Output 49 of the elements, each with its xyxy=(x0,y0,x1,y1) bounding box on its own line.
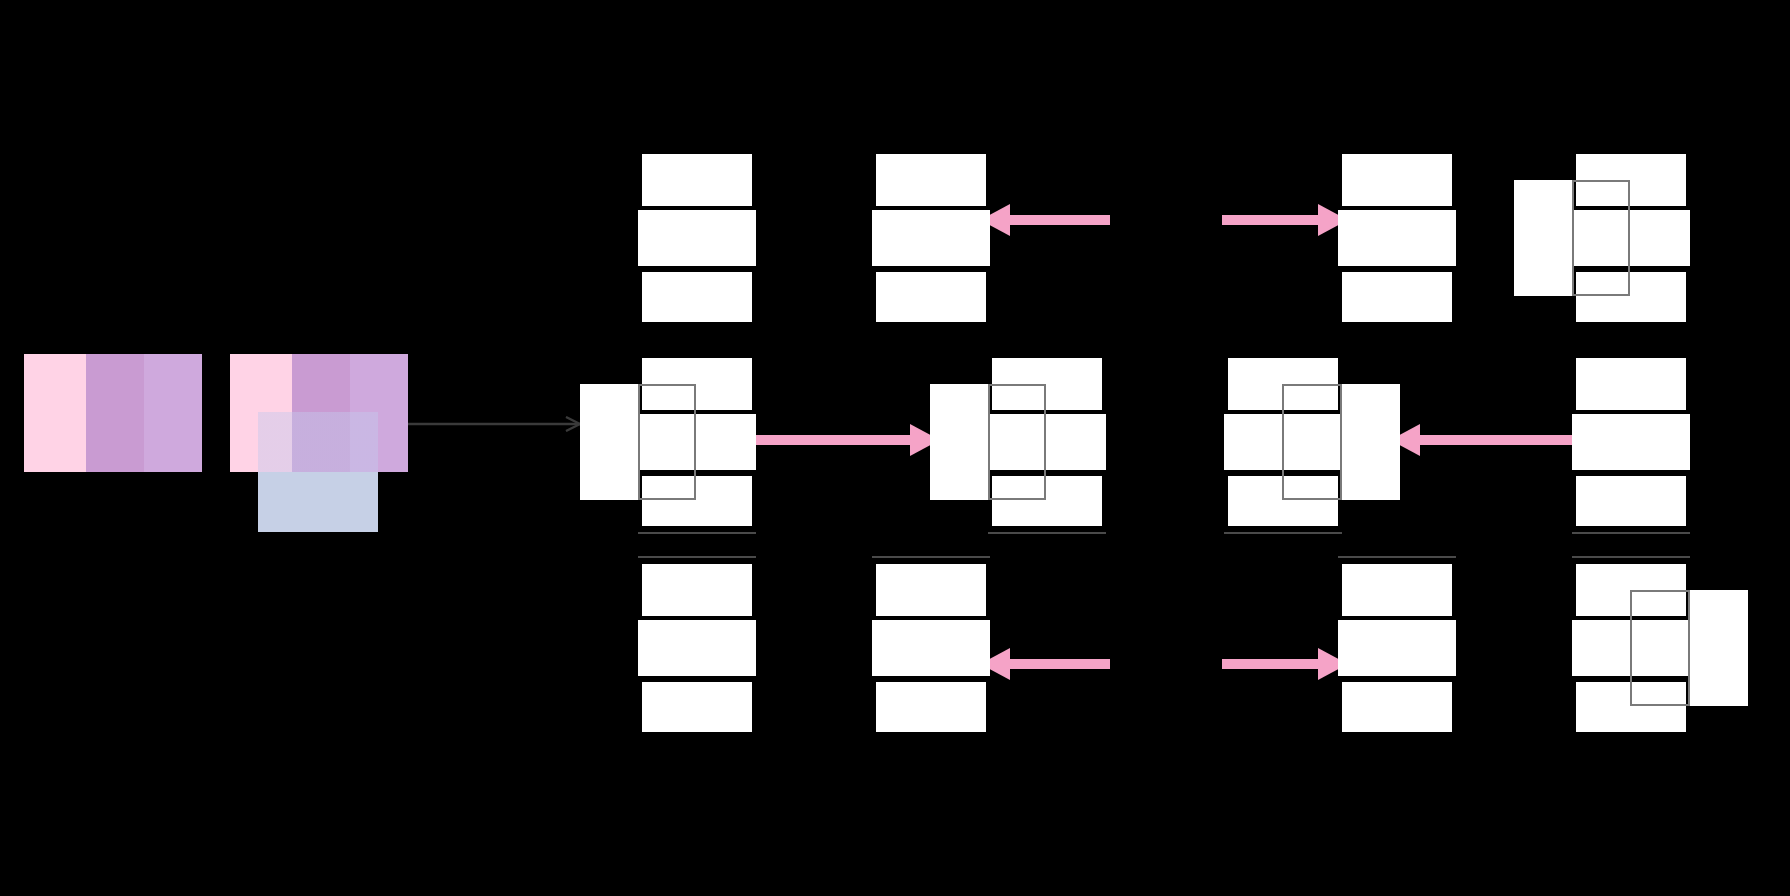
stacked-block xyxy=(876,154,986,206)
stacked-block xyxy=(642,272,752,322)
outline-frame xyxy=(988,384,1046,500)
stacked-block xyxy=(638,620,756,676)
stacked-block xyxy=(872,210,990,266)
tall-block xyxy=(1690,590,1748,706)
stacked-block xyxy=(1576,564,1686,616)
stacked-block xyxy=(1572,620,1690,676)
stacked-block xyxy=(1342,154,1452,206)
stacked-block xyxy=(1576,358,1686,410)
tall-block xyxy=(580,384,638,500)
stacked-block xyxy=(1572,414,1690,470)
stacked-block xyxy=(1228,476,1338,526)
stacked-block xyxy=(1576,682,1686,732)
stacked-block xyxy=(1338,210,1456,266)
stacked-block xyxy=(1572,210,1690,266)
outline-frame xyxy=(1282,384,1342,500)
stacked-block xyxy=(1228,358,1338,410)
stacked-block xyxy=(992,476,1102,526)
tall-block xyxy=(930,384,988,500)
stacked-block xyxy=(992,358,1102,410)
stacked-block xyxy=(1224,414,1342,470)
stacked-block xyxy=(988,414,1106,470)
stacked-block xyxy=(876,682,986,732)
outline-frame xyxy=(1572,180,1630,296)
tall-block xyxy=(1514,180,1572,296)
segmented-bar xyxy=(24,354,202,472)
stacked-block xyxy=(1342,272,1452,322)
stacked-block xyxy=(642,564,752,616)
outline-frame xyxy=(1630,590,1690,706)
stacked-block xyxy=(1342,682,1452,732)
stacked-block xyxy=(1338,620,1456,676)
stacked-block xyxy=(876,564,986,616)
stacked-block xyxy=(876,272,986,322)
stacked-block xyxy=(872,620,990,676)
stacked-block xyxy=(642,682,752,732)
arrow xyxy=(408,415,582,433)
stacked-block xyxy=(642,358,752,410)
stacked-block xyxy=(1342,564,1452,616)
tall-block xyxy=(1342,384,1400,500)
stacked-block xyxy=(1576,154,1686,206)
stacked-block xyxy=(1576,272,1686,322)
stacked-block xyxy=(642,476,752,526)
stacked-block xyxy=(638,414,756,470)
stacked-block xyxy=(642,154,752,206)
stacked-block xyxy=(1576,476,1686,526)
overlapping-block xyxy=(258,412,378,532)
outline-frame xyxy=(638,384,696,500)
stacked-block xyxy=(638,210,756,266)
